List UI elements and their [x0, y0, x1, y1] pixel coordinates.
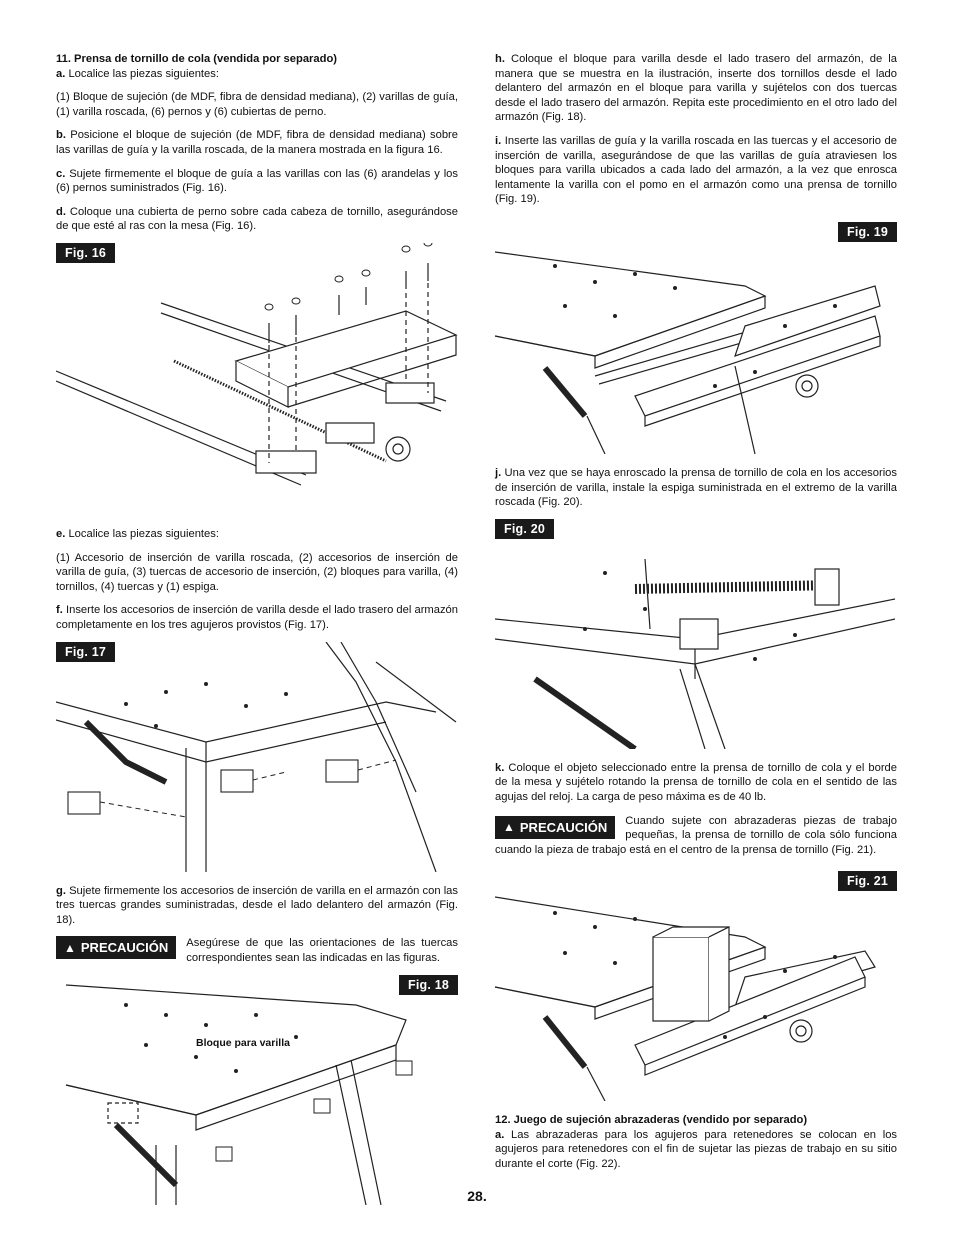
- fig18-label: Bloque para varilla: [196, 1037, 290, 1050]
- fig21-tag: Fig. 21: [838, 871, 897, 892]
- caution-badge-left: ▲PRECAUCIÓN: [56, 936, 177, 960]
- caution-right: ▲PRECAUCIÓN Cuando sujete con abrazadera…: [495, 814, 897, 858]
- fig17-illustration: [56, 641, 457, 872]
- step-k: k. Coloque el objeto seleccionado entre …: [495, 761, 897, 803]
- fig17-tag: Fig. 17: [56, 641, 115, 662]
- warning-icon: ▲: [64, 940, 76, 955]
- figure-19: Fig. 19: [495, 216, 897, 454]
- figure-16: Fig. 16: [56, 242, 458, 515]
- fig18-tag: Fig. 18: [399, 975, 458, 996]
- fig20-illustration: [495, 558, 896, 749]
- fig19-tag: Fig. 19: [838, 221, 897, 242]
- fig16-illustration: [56, 242, 458, 486]
- step-a: a. Localice las piezas siguientes:: [56, 67, 219, 80]
- step-j: j. Una vez que se haya enroscado la pren…: [495, 466, 898, 509]
- figure-20: Fig. 20: [495, 518, 897, 749]
- caution-left: ▲PRECAUCIÓN Asegúrese de que las orienta…: [56, 936, 458, 965]
- caution-text-left: Asegúrese de que las orientaciones de la…: [186, 937, 458, 964]
- step-b: b. Posicione el bloque de sujeción (de M…: [56, 129, 458, 156]
- right-column: h. Coloque el bloque para varilla desde …: [495, 52, 897, 1181]
- caution-text-right: Cuando sujete con abrazaderas piezas de …: [495, 814, 897, 856]
- warning-icon-right: ▲: [503, 820, 515, 834]
- step-a-list: (1) Bloque de sujeción (de MDF, fibra de…: [56, 91, 458, 118]
- step-e-list: (1) Accesorio de inserción de varilla ro…: [56, 551, 458, 593]
- figure-21: Fig. 21: [495, 867, 897, 1102]
- step-d: d. Coloque una cubierta de perno sobre c…: [56, 205, 458, 233]
- step-f: f. Inserte los accesorios de inserción d…: [56, 604, 458, 631]
- step-e: e. Localice las piezas siguientes:: [56, 527, 219, 540]
- step-h: h. Coloque el bloque para varilla desde …: [495, 53, 897, 124]
- fig16-tag: Fig. 16: [56, 242, 115, 263]
- fig18-illustration: [65, 984, 413, 1206]
- figure-18: Fig. 18 Bloque para varilla: [56, 975, 458, 1206]
- caution-badge-right: ▲PRECAUCIÓN: [495, 815, 616, 839]
- step-g: g. Sujete firmemente los accesorios de i…: [56, 884, 458, 926]
- page-number: 28.: [467, 1188, 487, 1204]
- fig19-illustration: [495, 251, 881, 454]
- step-i: i. Inserte las varillas de guía y la var…: [495, 134, 897, 206]
- figure-17: Fig. 17: [56, 641, 458, 872]
- section-12-title: 12. Juego de sujeción abrazaderas (vendi…: [495, 1114, 808, 1127]
- fig21-illustration: [495, 896, 876, 1102]
- section-11-title: 11. Prensa de tornillo de cola (vendida …: [56, 53, 338, 65]
- step-c: c. Sujete firmemente el bloque de guía a…: [56, 167, 458, 195]
- left-column: 11. Prensa de tornillo de cola (vendida …: [56, 52, 458, 1217]
- step-12a: a. Las abrazaderas para los agujeros par…: [495, 1128, 898, 1171]
- fig20-tag: Fig. 20: [495, 518, 554, 539]
